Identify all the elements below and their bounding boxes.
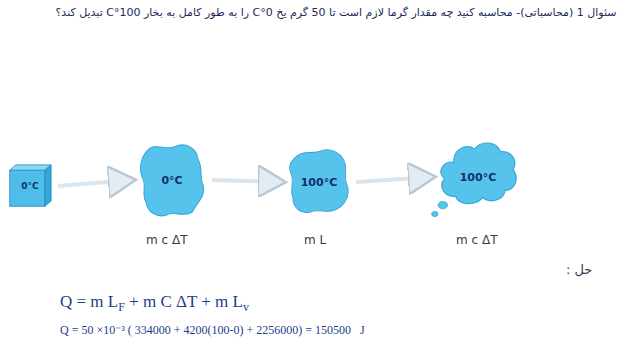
node-label: 0°C <box>21 181 38 191</box>
node-text-column: 100°C <box>460 171 497 184</box>
equation: Q = 50 ×10⁻³ ( 334000 + 4200(100-0) + 22… <box>60 323 365 338</box>
process-arrow <box>58 180 132 186</box>
equation-subscript: F <box>118 300 125 314</box>
node-label: 100°C <box>460 171 497 184</box>
steam-cloud: 100°C <box>438 140 518 214</box>
node-label: 0°C <box>161 174 182 187</box>
node-text-column: 0°C <box>21 181 38 191</box>
node-text-column: 100°C <box>301 176 338 189</box>
ice-cube: 0°C <box>8 164 52 208</box>
equation-subscript: v <box>243 300 249 314</box>
equation-part: Q = m L <box>60 292 118 311</box>
process-arrow <box>212 180 282 182</box>
equation-part: + m C ΔT + m L <box>125 292 243 311</box>
solution-heading: حل : <box>566 262 592 277</box>
water-blob: 0°C <box>138 142 206 218</box>
process-arrow <box>356 177 432 182</box>
equation-line: Q = m LF + m C ΔT + m Lv <box>60 292 249 315</box>
water-blob: 100°C <box>288 148 350 216</box>
question-title: سئوال 1 (محاسباتی)- محاسبه کنید چه مقدار… <box>40 2 632 23</box>
formula-label: m L <box>304 233 326 247</box>
node-label: 100°C <box>301 176 338 189</box>
formula-label: m c ΔT <box>146 233 187 247</box>
node-text-column: 0°C <box>161 174 182 187</box>
formula-label: m c ΔT <box>456 233 497 247</box>
